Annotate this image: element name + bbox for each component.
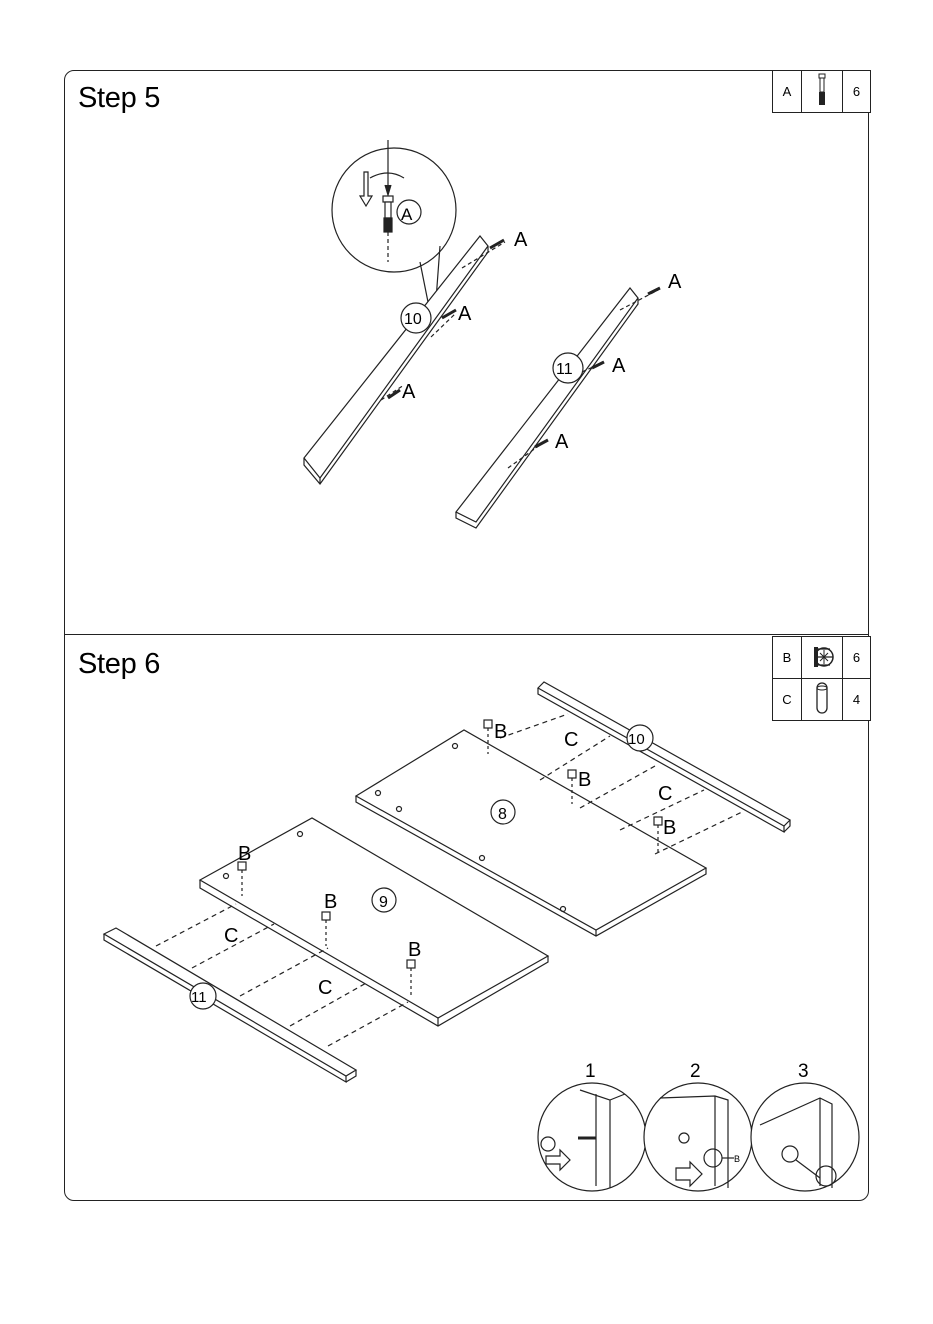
bolt-a-callout: A xyxy=(402,381,416,403)
rail-10-step6-label: 10 xyxy=(628,731,645,748)
cam-b-callout: B xyxy=(578,769,591,791)
cam-b-callout: B xyxy=(324,891,337,913)
bolt-a-callout: A xyxy=(514,229,528,251)
cam-lock-detail-sequence: 1 2 3 B xyxy=(538,1061,859,1191)
panel-9-label: 9 xyxy=(379,894,388,911)
rail-11-step6-label: 11 xyxy=(191,989,207,1006)
dowel-c-callout: C xyxy=(318,977,332,999)
detail-label-b: B xyxy=(734,1154,740,1164)
detail-step-2: 2 xyxy=(690,1061,701,1082)
rail-11: 11 A A A xyxy=(456,271,682,528)
cam-b-callout: B xyxy=(494,721,507,743)
bolt-detail-magnifier: A xyxy=(332,140,456,312)
dowel-c-callout: C xyxy=(564,729,578,751)
dowel-c-callout: C xyxy=(224,925,238,947)
cam-b-callout: B xyxy=(663,817,676,839)
cam-b-callout: B xyxy=(408,939,421,961)
bolt-a-callout: A xyxy=(458,303,472,325)
detail-step-1: 1 xyxy=(585,1061,596,1082)
detail-step-3: 3 xyxy=(798,1061,809,1082)
bolt-a-callout: A xyxy=(668,271,682,293)
rail-10-label: 10 xyxy=(404,311,422,328)
bolt-a-callout: A xyxy=(555,431,569,453)
detail-label-a: A xyxy=(401,205,413,224)
rail-11-label: 11 xyxy=(556,361,573,378)
cam-b-callout: B xyxy=(238,843,251,865)
bolt-a-callout: A xyxy=(612,355,626,377)
panel-8-label: 8 xyxy=(498,806,507,823)
dowel-c-callout: C xyxy=(658,783,672,805)
